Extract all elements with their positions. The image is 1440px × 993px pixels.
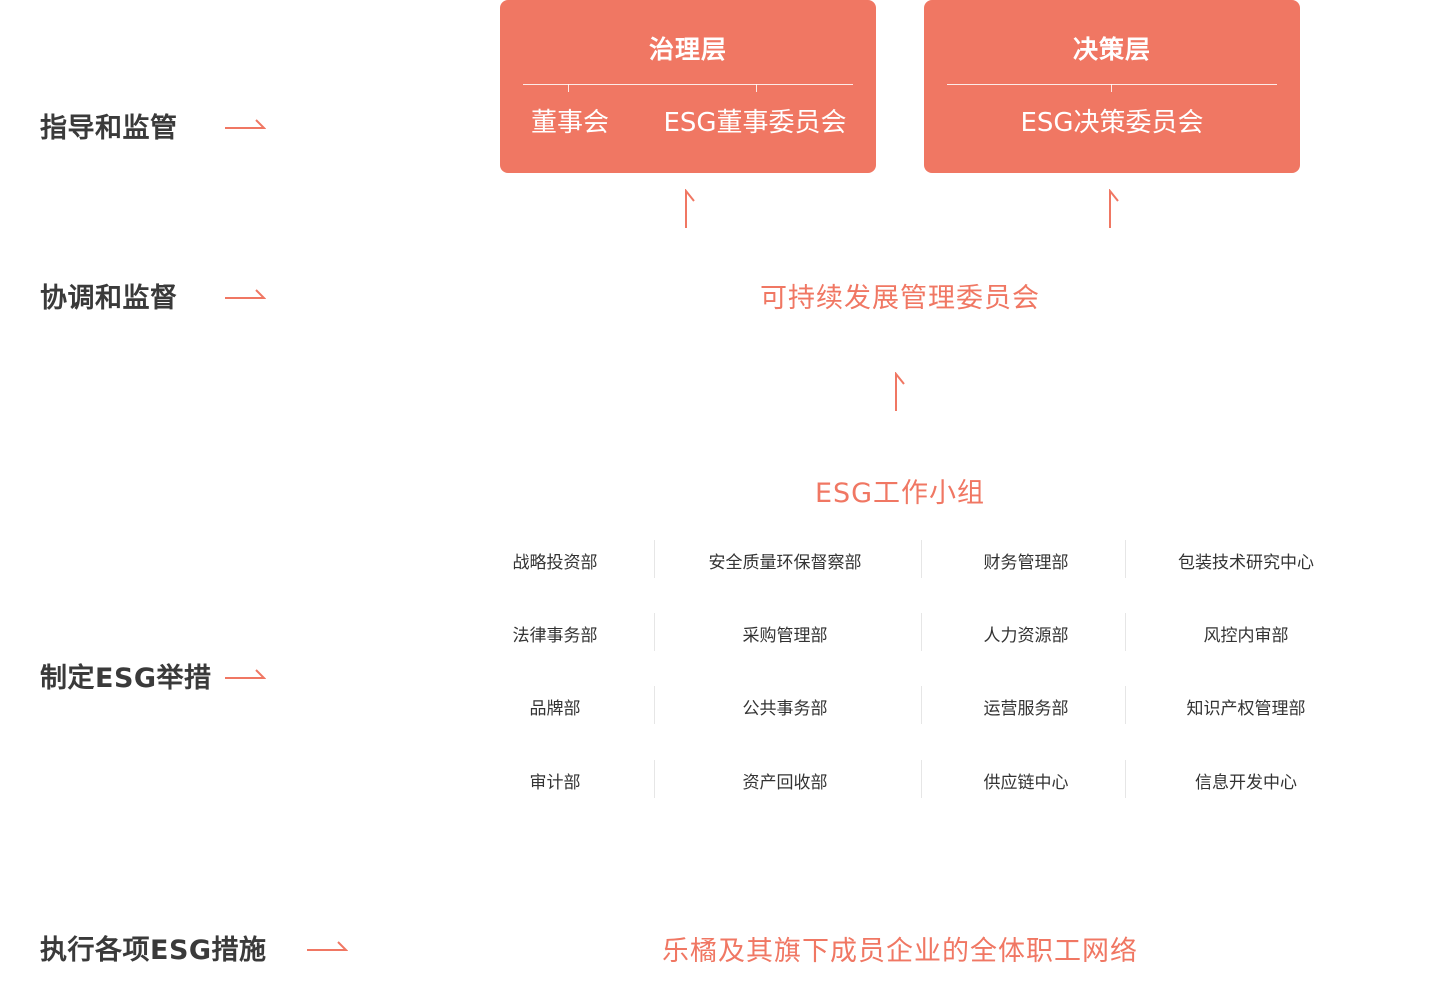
right-arrow-icon xyxy=(307,941,348,951)
department-separator xyxy=(654,686,655,724)
department-separator xyxy=(921,760,922,798)
department-separator xyxy=(921,540,922,578)
up-arrow-icon xyxy=(1109,189,1119,228)
governance-item-board: 董事会 xyxy=(530,108,609,138)
department-separator xyxy=(654,540,655,578)
governance-item-esg-board-committee: ESG董事委员会 xyxy=(663,108,847,138)
department-item: 财务管理部 xyxy=(983,553,1069,573)
level-label-coordination: 协调和监督 xyxy=(40,283,178,314)
esg-working-group-title: ESG工作小组 xyxy=(814,478,986,509)
department-separator xyxy=(654,613,655,651)
governance-box: 治理层 董事会 ESG董事委员会 xyxy=(500,0,876,173)
department-item: 风控内审部 xyxy=(1203,626,1289,646)
decision-tick xyxy=(1111,84,1112,92)
department-separator xyxy=(921,613,922,651)
department-item: 采购管理部 xyxy=(742,626,828,646)
right-arrow-icon xyxy=(225,669,266,679)
decision-box: 决策层 ESG决策委员会 xyxy=(924,0,1300,173)
up-arrow-icon xyxy=(685,189,695,228)
department-item: 战略投资部 xyxy=(512,553,598,573)
governance-tick-left xyxy=(568,84,569,92)
level-label-execution: 执行各项ESG措施 xyxy=(40,935,267,966)
department-separator xyxy=(654,760,655,798)
department-item: 人力资源部 xyxy=(983,626,1069,646)
level-label-guidance: 指导和监管 xyxy=(40,113,178,144)
department-item: 知识产权管理部 xyxy=(1186,699,1306,719)
up-arrow-icon xyxy=(895,372,905,411)
department-item: 资产回收部 xyxy=(742,773,828,793)
execution-network: 乐橘及其旗下成员企业的全体职工网络 xyxy=(662,936,1138,967)
department-item: 包装技术研究中心 xyxy=(1178,553,1314,573)
governance-divider xyxy=(523,84,853,85)
department-separator xyxy=(1125,686,1126,724)
department-separator xyxy=(1125,613,1126,651)
sustainability-committee: 可持续发展管理委员会 xyxy=(760,283,1040,314)
department-item: 供应链中心 xyxy=(983,773,1069,793)
department-separator xyxy=(1125,540,1126,578)
department-item: 公共事务部 xyxy=(742,699,828,719)
department-item: 品牌部 xyxy=(529,699,581,719)
department-item: 信息开发中心 xyxy=(1195,773,1297,793)
level-label-formulation: 制定ESG举措 xyxy=(40,663,212,694)
department-item: 法律事务部 xyxy=(512,626,598,646)
department-separator xyxy=(921,686,922,724)
decision-title: 决策层 xyxy=(1072,35,1151,64)
decision-divider xyxy=(947,84,1277,85)
department-item: 运营服务部 xyxy=(983,699,1069,719)
department-separator xyxy=(1125,760,1126,798)
governance-tick-right xyxy=(756,84,757,92)
right-arrow-icon xyxy=(225,119,266,129)
governance-title: 治理层 xyxy=(648,35,727,64)
right-arrow-icon xyxy=(225,289,266,299)
department-item: 审计部 xyxy=(529,773,581,793)
decision-item-esg-decision-committee: ESG决策委员会 xyxy=(1020,108,1204,138)
department-item: 安全质量环保督察部 xyxy=(708,553,862,573)
